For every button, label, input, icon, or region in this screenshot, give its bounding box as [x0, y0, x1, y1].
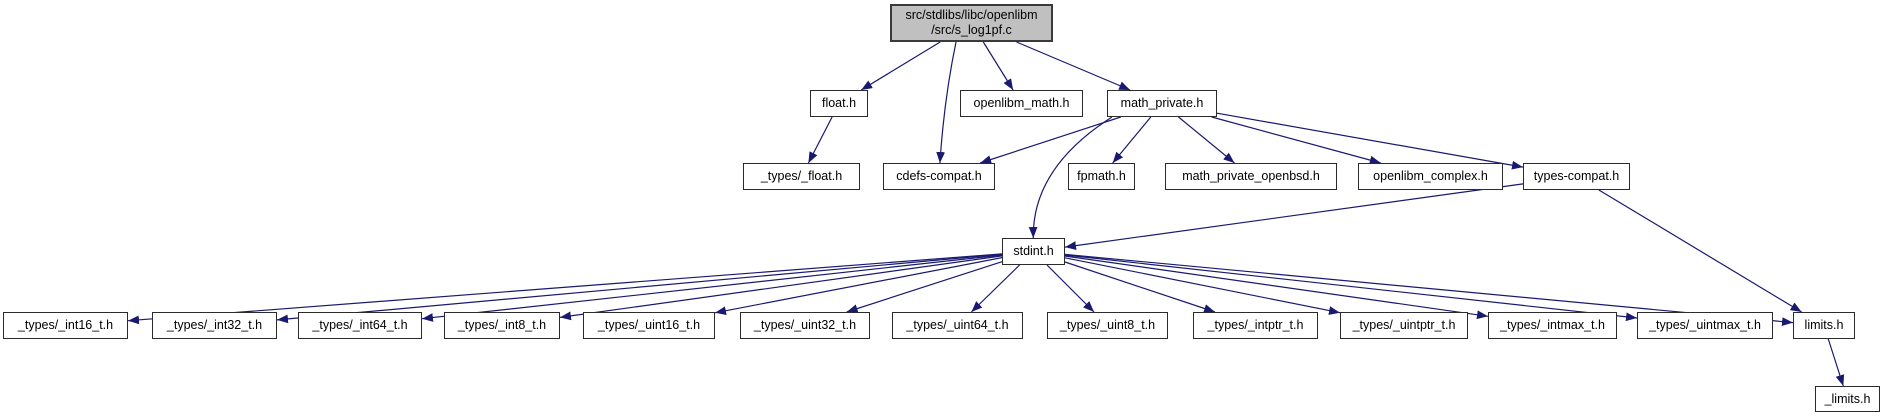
edge-root-to-openlibm-math-h: [982, 41, 1014, 91]
node-stdint-h[interactable]: stdint.h: [1002, 238, 1065, 265]
edge-stdint-h-to-types-int8-t-h: [559, 255, 1003, 321]
edge-stdint-h-to-types-intptr-t-h: [1064, 261, 1216, 313]
edge-math-private-h-to-cdefs-compat-h: [980, 116, 1121, 164]
node-float-h[interactable]: float.h: [810, 90, 868, 117]
node-types-float-h[interactable]: _types/_float.h: [743, 163, 860, 190]
node-types-int64-t-h[interactable]: _types/_int64_t.h: [298, 312, 422, 339]
node-limits-h[interactable]: limits.h: [1793, 312, 1855, 339]
edge-stdint-h-to-types-uintmax-t-h: [1064, 254, 1638, 322]
edge-stdint-h-to-types-uint16-t-h: [714, 257, 1003, 316]
edge-types-compat-h-to-stdint-h: [1064, 183, 1524, 250]
node-types-uintptr-t-h[interactable]: _types/_uintptr_t.h: [1340, 312, 1468, 339]
node-cdefs-compat-h[interactable]: cdefs-compat.h: [883, 163, 995, 190]
node-types-intptr-t-h[interactable]: _types/_intptr_t.h: [1193, 312, 1318, 339]
node-types-uint8-t-h[interactable]: _types/_uint8_t.h: [1047, 312, 1168, 339]
edge-root-to-float-h: [860, 41, 941, 91]
edge-stdint-h-to-types-uintptr-t-h: [1064, 257, 1341, 315]
node-types-int16-t-h[interactable]: _types/_int16_t.h: [3, 312, 128, 339]
edge-stdint-h-to-types-uint32-t-h: [846, 261, 1003, 313]
node-types-int8-t-h[interactable]: _types/_int8_t.h: [444, 312, 560, 339]
node-types-compat-h[interactable]: types-compat.h: [1523, 163, 1630, 190]
node-root: src/stdlibs/libc/openlibm /src/s_log1pf.…: [890, 4, 1053, 42]
edge-stdint-h-to-types-intmax-t-h: [1064, 255, 1489, 320]
node-types-uintmax-t-h[interactable]: _types/_uintmax_t.h: [1637, 312, 1773, 339]
node-underscore-limits-h[interactable]: _limits.h: [1815, 386, 1880, 412]
edge-stdint-h-to-types-uint64-t-h: [970, 264, 1021, 313]
edge-limits-h-to-underscore-limits-h: [1827, 338, 1845, 387]
edge-stdint-h-to-types-int64-t-h: [421, 254, 1003, 322]
node-fpmath-h[interactable]: fpmath.h: [1068, 163, 1135, 190]
node-openlibm-complex-h[interactable]: openlibm_complex.h: [1358, 163, 1503, 190]
node-types-intmax-t-h[interactable]: _types/_intmax_t.h: [1488, 312, 1617, 339]
node-openlibm-math-h[interactable]: openlibm_math.h: [960, 90, 1083, 117]
edge-stdint-h-to-types-uint8-t-h: [1046, 264, 1095, 313]
node-math-private-openbsd-h[interactable]: math_private_openbsd.h: [1165, 163, 1337, 190]
edge-stdint-h-to-limits-h: [1064, 253, 1794, 326]
edge-types-compat-h-to-limits-h: [1598, 189, 1802, 313]
edge-math-private-h-to-types-compat-h: [1216, 112, 1524, 170]
node-types-uint16-t-h[interactable]: _types/_uint16_t.h: [583, 312, 715, 339]
edge-math-private-h-to-stdint-h: [1028, 116, 1113, 239]
node-types-uint64-t-h[interactable]: _types/_uint64_t.h: [892, 312, 1023, 339]
edge-root-to-math-private-h: [1016, 41, 1131, 91]
edge-math-private-h-to-fpmath-h: [1112, 116, 1152, 164]
node-math-private-h[interactable]: math_private.h: [1107, 90, 1217, 117]
edge-math-private-h-to-math-private-openbsd-h: [1178, 116, 1235, 164]
edge-stdint-h-to-types-int32-t-h: [276, 253, 1003, 324]
edge-float-h-to-types-float-h: [807, 116, 833, 164]
edge-stdint-h-to-types-int16-t-h: [127, 253, 1003, 325]
node-types-int32-t-h[interactable]: _types/_int32_t.h: [152, 312, 277, 339]
edge-root-to-cdefs-compat-h: [936, 41, 957, 164]
node-types-uint32-t-h[interactable]: _types/_uint32_t.h: [740, 312, 870, 339]
edge-math-private-h-to-openlibm-complex-h: [1211, 116, 1381, 165]
